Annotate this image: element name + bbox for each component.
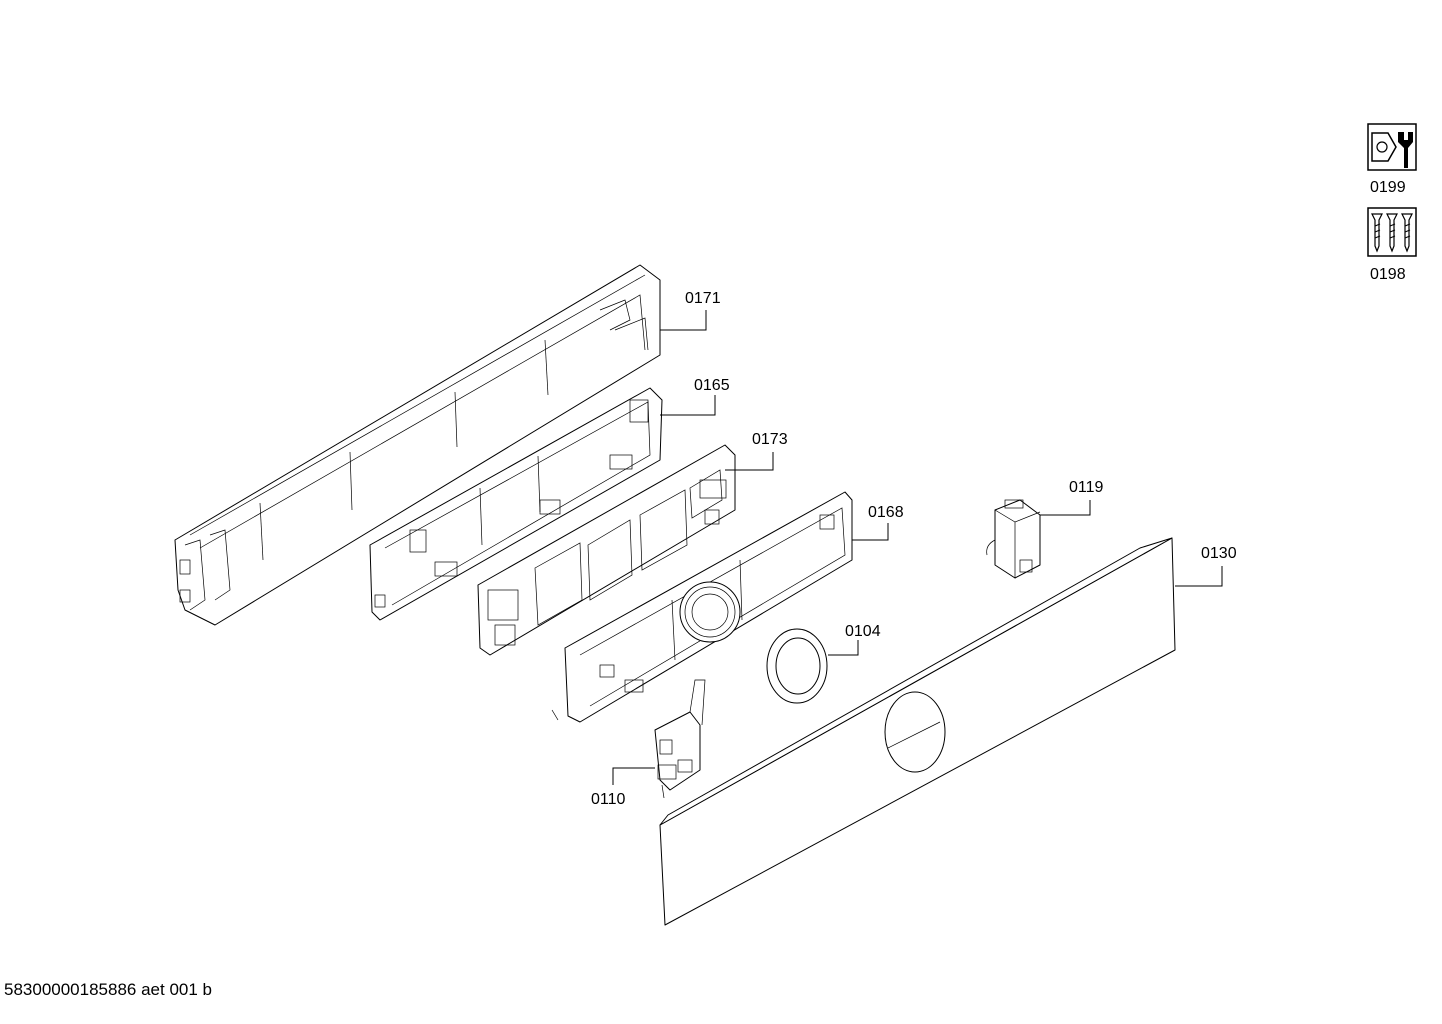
label-0104: 0104: [845, 623, 881, 640]
callout-0104: 0104: [828, 623, 881, 656]
label-0110: 0110: [591, 791, 626, 808]
label-0171: 0171: [685, 290, 721, 307]
callout-0171: 0171: [660, 290, 721, 331]
callout-0110: 0110: [591, 767, 655, 808]
service-kit-0198[interactable]: 0198: [1367, 207, 1417, 283]
callout-0168: 0168: [852, 504, 904, 541]
callout-0119: 0119: [1040, 479, 1104, 516]
part-0168-display-frame[interactable]: [551, 491, 853, 723]
part-0110-sensor-module[interactable]: [654, 679, 706, 799]
screws-icon: [1371, 213, 1413, 253]
part-0173-circuit-board[interactable]: [477, 444, 736, 656]
label-0198: 0198: [1370, 266, 1406, 283]
document-code: 58300000185886 aet 001 b: [4, 980, 212, 999]
service-kit-0199[interactable]: 0199: [1367, 123, 1417, 196]
part-0171-mounting-frame[interactable]: [174, 264, 661, 626]
wrench-nut-icon: [1371, 132, 1413, 168]
part-0119-connector-module[interactable]: [986, 499, 1041, 579]
label-0173: 0173: [752, 431, 788, 448]
part-0104-knob-ring[interactable]: [766, 628, 828, 704]
callout-0165: 0165: [660, 377, 730, 416]
callout-0173: 0173: [725, 431, 788, 471]
label-0119: 0119: [1069, 479, 1104, 496]
label-0199: 0199: [1370, 179, 1406, 196]
label-0165: 0165: [694, 377, 730, 394]
part-0165-carrier-frame[interactable]: [369, 387, 663, 621]
label-0130: 0130: [1201, 545, 1237, 562]
label-0168: 0168: [868, 504, 904, 521]
callout-0130: 0130: [1175, 545, 1237, 587]
part-0130-control-panel-fascia[interactable]: [659, 537, 1176, 926]
